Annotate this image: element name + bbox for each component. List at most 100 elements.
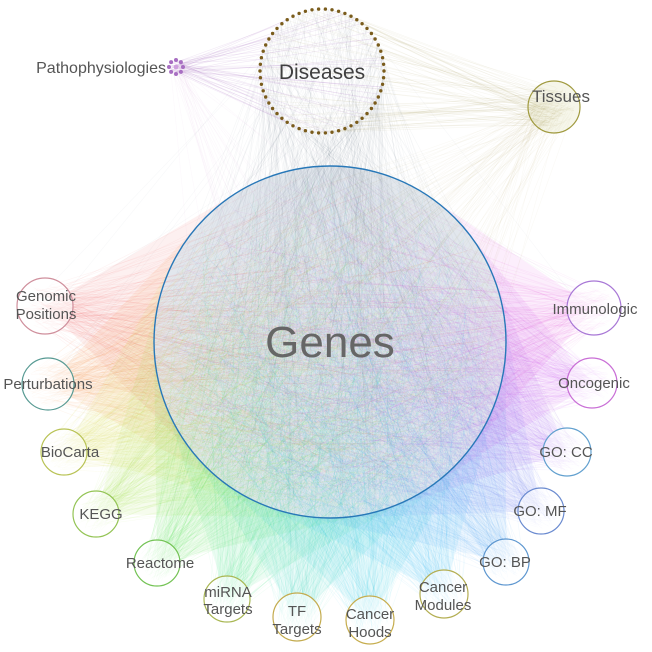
fan-cancer-hoods <box>209 431 482 620</box>
diseases-ring-dot <box>373 101 377 105</box>
diseases-ring-dot <box>343 11 347 16</box>
edges-tissues-genes <box>175 87 575 504</box>
node-tissues[interactable] <box>527 80 581 134</box>
node-tf-targets[interactable] <box>272 592 322 642</box>
diseases-ring-dot <box>336 9 341 13</box>
node-cancer-hoods[interactable] <box>345 595 395 645</box>
diseases-ring-dot <box>343 126 347 131</box>
node-genes[interactable] <box>153 165 507 519</box>
label-diseases: Diseases <box>279 61 365 84</box>
diseases-ring-dot <box>310 8 314 12</box>
diseases-ring-dot <box>303 9 308 13</box>
label-tf-targets: TF <box>288 603 306 620</box>
node-immunologic[interactable] <box>566 280 622 336</box>
fan-biocarta <box>64 254 284 512</box>
diseases-ring-dot <box>369 31 374 36</box>
diseases-ring-dot <box>379 89 383 93</box>
diseases-ring-dot <box>349 124 353 128</box>
diseases-ring-dot <box>355 120 359 125</box>
diseases-ring-dot <box>373 37 377 41</box>
diseases-ring-dot <box>270 106 275 111</box>
edges-pathophysiologies-diseases <box>169 10 384 134</box>
node-mirna-targets[interactable] <box>203 575 251 623</box>
node-perturbations[interactable] <box>21 357 75 411</box>
pathophysiologies-dot <box>181 65 185 69</box>
label-mirna-targets: miRNA <box>204 584 252 601</box>
label-genomic-positions-line2: Positions <box>16 306 77 323</box>
diseases-ring-dot <box>264 43 268 47</box>
diseases-ring-dot <box>365 26 369 31</box>
node-pathophysiologies[interactable] <box>167 58 185 76</box>
fan-go-mf <box>335 309 541 518</box>
diseases-ring-dot <box>381 62 386 66</box>
diseases-ring-dot <box>258 62 263 66</box>
diseases-ring-dot <box>365 111 369 116</box>
pathophysiologies-dot <box>169 69 174 74</box>
diseases-ring-dot <box>297 126 301 131</box>
diseases-ring-dot <box>267 37 271 41</box>
edges-pathophysiologies-genes <box>170 61 461 501</box>
edges-immunologic <box>167 178 615 504</box>
label-biocarta: BioCarta <box>41 444 100 461</box>
center-fill-layer <box>154 166 506 518</box>
diseases-ring-dot <box>360 22 364 26</box>
fan-go-bp <box>291 342 506 562</box>
node-kegg[interactable] <box>72 490 120 538</box>
diseases-ring-dot <box>376 43 380 47</box>
edges-perturbations <box>27 174 500 508</box>
diseases-ring-dot <box>261 49 265 53</box>
fan-go-cc <box>382 273 567 510</box>
diseases-ring-dot <box>369 106 374 111</box>
diseases-ring-dot <box>316 7 321 11</box>
pathophysiologies-dot <box>178 60 183 65</box>
fan-cancer-modules <box>252 388 500 594</box>
label-pathophysiologies: Pathophysiologies <box>36 60 166 77</box>
diseases-ring-dot <box>336 129 341 133</box>
node-layer <box>16 7 622 645</box>
fan-wedge-layer <box>45 190 594 620</box>
node-reactome[interactable] <box>133 539 181 587</box>
edges-kegg <box>77 175 489 531</box>
diseases-ring-dot <box>258 76 263 80</box>
node-go-bp[interactable] <box>482 538 530 586</box>
edge-layer <box>23 8 615 639</box>
diseases-ring-dot <box>261 89 265 93</box>
node-oncogenic[interactable] <box>566 357 618 409</box>
diseases-ring-dot <box>310 130 314 134</box>
edges-diseases-peripherals <box>37 9 603 625</box>
label-kegg: KEGG <box>79 506 122 523</box>
label-tissues: Tissues <box>532 87 590 106</box>
label-go-mf: GO: MF <box>513 503 566 520</box>
fan-mirna-targets <box>162 395 415 599</box>
diseases-ring-dot <box>291 124 295 128</box>
diseases-ring-dot <box>323 131 328 135</box>
fan-oncogenic <box>425 230 592 491</box>
diseases-ring-dot <box>285 120 289 125</box>
node-diseases[interactable] <box>258 7 386 135</box>
edges-reactome <box>139 181 494 581</box>
diseases-ring-dot <box>258 69 262 73</box>
edges-cancer-hoods <box>168 183 499 639</box>
label-perturbations: Perturbations <box>3 376 92 393</box>
diseases-ring-dot <box>381 76 386 80</box>
diseases-ring-dot <box>380 82 385 87</box>
fan-immunologic <box>428 196 594 459</box>
label-cancer-hoods-line2: Hoods <box>348 624 391 641</box>
node-go-mf[interactable] <box>517 487 565 535</box>
diseases-ring-dot <box>380 56 385 60</box>
label-oncogenic: Oncogenic <box>558 375 630 392</box>
pathophysiologies-dot <box>167 65 171 69</box>
edges-go-mf <box>160 181 560 529</box>
edges-tf-targets <box>171 172 498 635</box>
node-biocarta[interactable] <box>40 428 88 476</box>
label-reactome: Reactome <box>126 555 194 572</box>
node-go-cc[interactable] <box>542 427 592 477</box>
pathophysiologies-dot <box>174 72 178 76</box>
node-genomic-positions[interactable] <box>16 277 74 335</box>
diseases-ring-dot <box>382 69 386 73</box>
pathophysiologies-dot <box>178 69 183 74</box>
label-cancer-hoods: Cancer <box>346 606 394 623</box>
node-cancer-modules[interactable] <box>419 569 469 619</box>
